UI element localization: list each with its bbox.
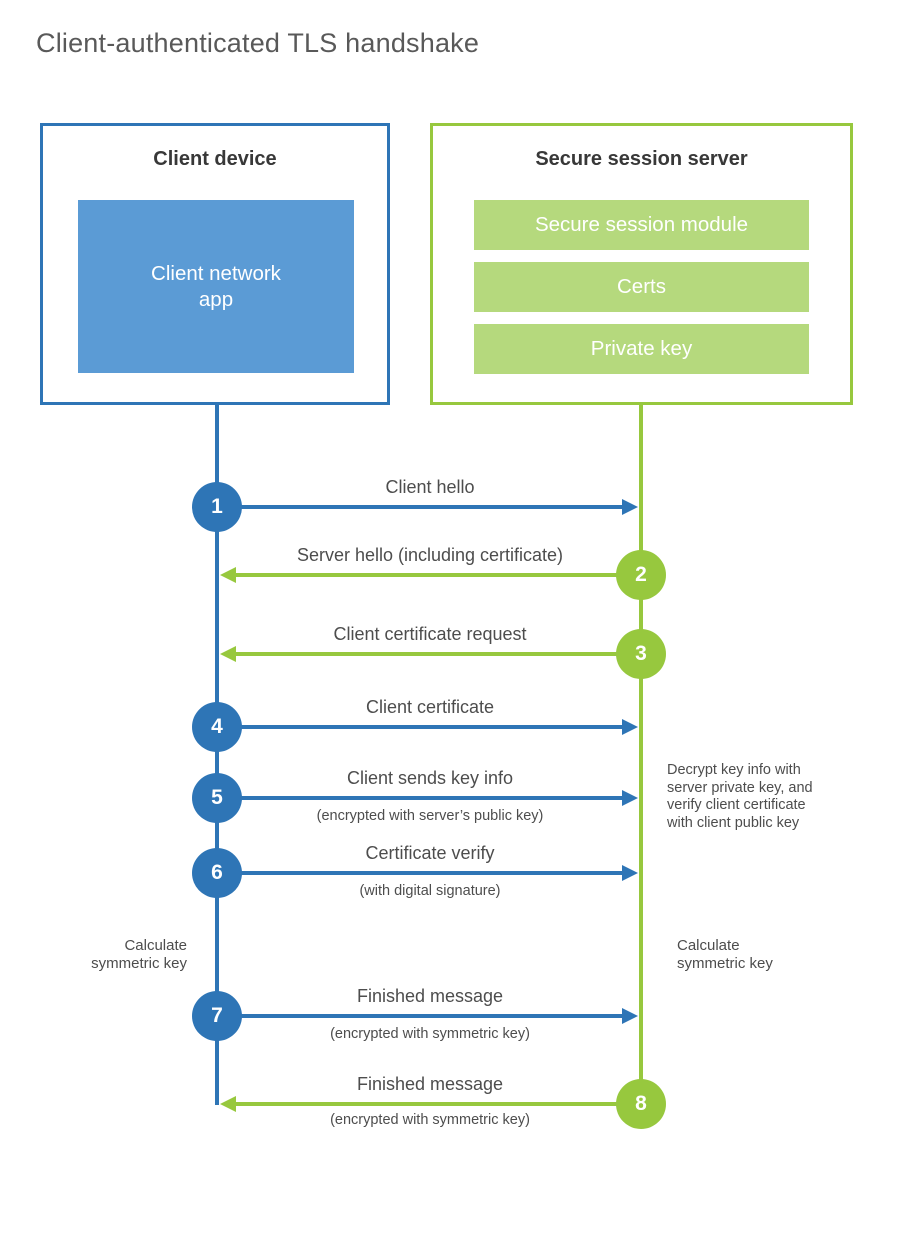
arrow-left-icon: [220, 567, 236, 583]
calc-right-line1: Calculate: [677, 937, 740, 954]
step-6-badge: 6: [192, 848, 242, 898]
certs-bar: Certs: [474, 262, 809, 312]
message-8-sublabel: (encrypted with symmetric key): [330, 1112, 530, 1128]
decrypt-note-line1: Decrypt key info with: [667, 762, 801, 778]
arrow-right-icon: [622, 790, 638, 806]
arrow-right-icon: [622, 719, 638, 735]
secure-session-module-bar: Secure session module: [474, 200, 809, 250]
message-4-label: Client certificate: [365, 697, 495, 717]
calc-left-line2: symmetric key: [91, 954, 187, 972]
step-4-badge: 4: [192, 702, 242, 752]
message-7-sublabel: (encrypted with symmetric key): [330, 1026, 530, 1042]
message-4-arrow: [240, 719, 638, 735]
message-3-label: Client certificate request: [333, 624, 527, 644]
message-7-label: Finished message: [356, 986, 504, 1006]
step-3-badge: 3: [616, 629, 666, 679]
message-5-sublabel: (encrypted with server’s public key): [316, 808, 544, 824]
step-2-badge: 2: [616, 550, 666, 600]
message-1-arrow: [240, 499, 638, 515]
arrow-right-icon: [622, 1008, 638, 1024]
server-lifeline: [639, 405, 643, 1105]
message-6-sublabel: (with digital signature): [359, 883, 501, 899]
step-5-badge: 5: [192, 773, 242, 823]
decrypt-note-line2: server private key, and: [667, 779, 813, 796]
message-7-arrow: [240, 1008, 638, 1024]
calc-left-line1: Calculate: [124, 937, 187, 954]
message-3-arrow: [220, 646, 618, 662]
message-6-label: Certificate verify: [365, 843, 495, 863]
decrypt-note-line3: verify client certificate: [667, 797, 806, 813]
calculate-symmetric-key-note-right: Calculate symmetric key: [677, 937, 837, 972]
message-8-label: Finished message: [356, 1074, 504, 1094]
message-2-label: Server hello (including certificate): [296, 545, 564, 565]
message-5-label: Client sends key info: [346, 768, 514, 788]
step-7-badge: 7: [192, 991, 242, 1041]
decrypt-key-note: Decrypt key info with server private key…: [667, 762, 837, 832]
message-6-arrow: [240, 865, 638, 881]
calc-right-line2: symmetric key: [677, 954, 773, 972]
message-1-label: Client hello: [385, 477, 475, 497]
decrypt-note-line4: with client public key: [667, 814, 800, 831]
private-key-bar: Private key: [474, 324, 809, 374]
calculate-symmetric-key-note-left: Calculate symmetric key: [60, 937, 187, 972]
client-lifeline: [215, 405, 219, 1105]
arrow-left-icon: [220, 646, 236, 662]
client-device-title: Client device: [153, 148, 277, 170]
message-2-arrow: [220, 567, 618, 583]
arrow-right-icon: [622, 865, 638, 881]
arrow-left-icon: [220, 1096, 236, 1112]
client-network-app-box: Client network app: [78, 200, 354, 373]
server-title: Secure session server: [535, 148, 748, 170]
client-app-label-line2: app: [198, 287, 234, 311]
step-8-badge: 8: [616, 1079, 666, 1129]
message-8-arrow: [220, 1096, 618, 1112]
page-title: Client-authenticated TLS handshake: [36, 28, 480, 58]
step-1-badge: 1: [192, 482, 242, 532]
arrow-right-icon: [622, 499, 638, 515]
message-5-arrow: [240, 790, 638, 806]
client-app-label-line1: Client network: [151, 261, 281, 285]
